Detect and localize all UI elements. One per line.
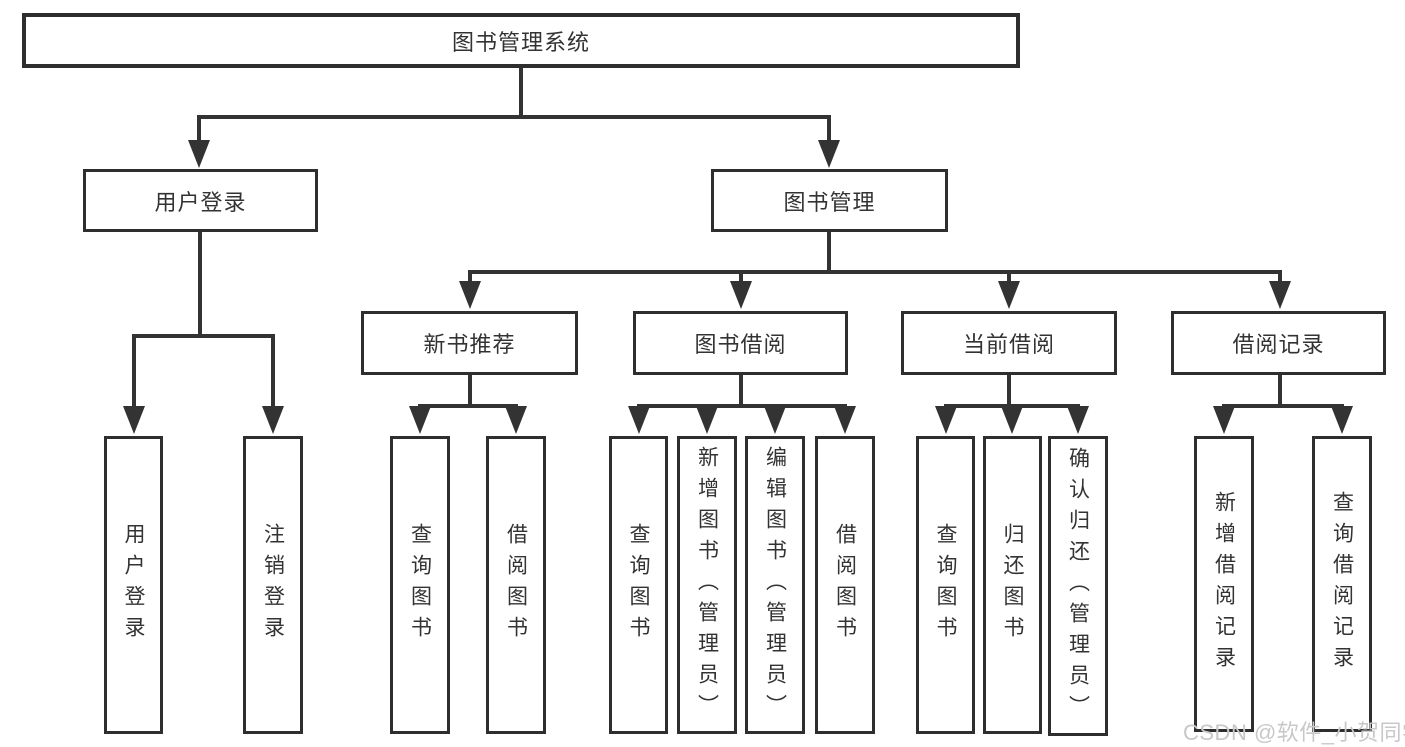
node-label: 查询图书 [408,523,432,647]
node-borrowing-records: 借阅记录 [1171,311,1386,375]
node-label: 借阅记录 [1232,332,1325,357]
node-label: 图书借阅 [694,332,787,357]
node-label: 新书推荐 [423,332,516,357]
node-library-management-system: 图书管理系统 [22,13,1020,68]
leaf-newbook-query-books: 查询图书 [390,436,450,734]
leaf-newbook-borrow-books: 借阅图书 [486,436,546,734]
leaf-borrowing-borrow-books: 借阅图书 [815,436,875,734]
node-label: 编辑图书（管理员） [763,445,787,725]
leaf-borrowing-add-books-admin: 新增图书（管理员） [677,436,737,734]
node-label: 借阅图书 [833,523,857,647]
connector-book-management-to-level3 [468,232,1282,285]
node-label: 注销登录 [261,523,285,647]
arrowheads-current-borrowing-to-leaves [935,406,1089,434]
connector-borrow-records-to-leaves [1222,375,1344,410]
leaf-records-query-borrow-record: 查询借阅记录 [1312,436,1372,732]
node-label: 查询借阅记录 [1330,491,1354,677]
connector-current-borrowing-to-leaves [944,375,1080,410]
node-label: 用户登录 [122,523,145,647]
arrowheads-borrow-records-to-leaves [1213,406,1353,434]
node-book-management: 图书管理 [711,169,948,232]
connector-book-borrowing-to-leaves [637,375,847,410]
node-current-borrowing: 当前借阅 [901,311,1117,375]
connector-new-book-to-leaves [418,375,518,410]
node-new-book-recommendation: 新书推荐 [361,311,578,375]
arrowheads-user-login-to-leaves [123,406,284,434]
leaf-current-query-books: 查询图书 [916,436,975,734]
node-label: 确认归还（管理员） [1066,446,1090,726]
arrowheads-book-management-to-level3 [459,281,1291,309]
node-label: 新增借阅记录 [1212,491,1236,677]
arrowheads-new-book-to-leaves [409,406,527,434]
arrowheads-root-to-level2 [188,140,840,168]
node-label: 新增图书（管理员） [695,445,719,725]
leaf-logout: 注销登录 [243,436,303,734]
node-label: 归还图书 [1001,523,1024,647]
connector-user-login-to-leaves [132,232,275,410]
leaf-user-login: 用户登录 [104,436,163,734]
node-book-borrowing: 图书借阅 [633,311,848,375]
connector-root-to-level2 [197,68,831,144]
leaf-borrowing-query-books: 查询图书 [609,436,668,734]
node-label: 查询图书 [934,523,957,647]
node-label: 查询图书 [627,523,650,647]
node-label: 借阅图书 [504,523,528,647]
arrowheads-book-borrowing-to-leaves [628,406,856,434]
node-label: 图书管理 [783,189,876,215]
leaf-current-return-books: 归还图书 [983,436,1042,734]
leaf-records-add-borrow-record: 新增借阅记录 [1194,436,1254,732]
node-user-login: 用户登录 [83,169,318,232]
csdn-watermark: CSDN @软件_小贺同学 [1183,720,1405,745]
leaf-current-confirm-return-admin: 确认归还（管理员） [1048,436,1108,736]
node-label: 当前借阅 [962,332,1055,357]
leaf-borrowing-edit-books-admin: 编辑图书（管理员） [745,436,805,734]
node-label: 用户登录 [154,189,247,215]
node-label: 图书管理系统 [451,29,590,55]
